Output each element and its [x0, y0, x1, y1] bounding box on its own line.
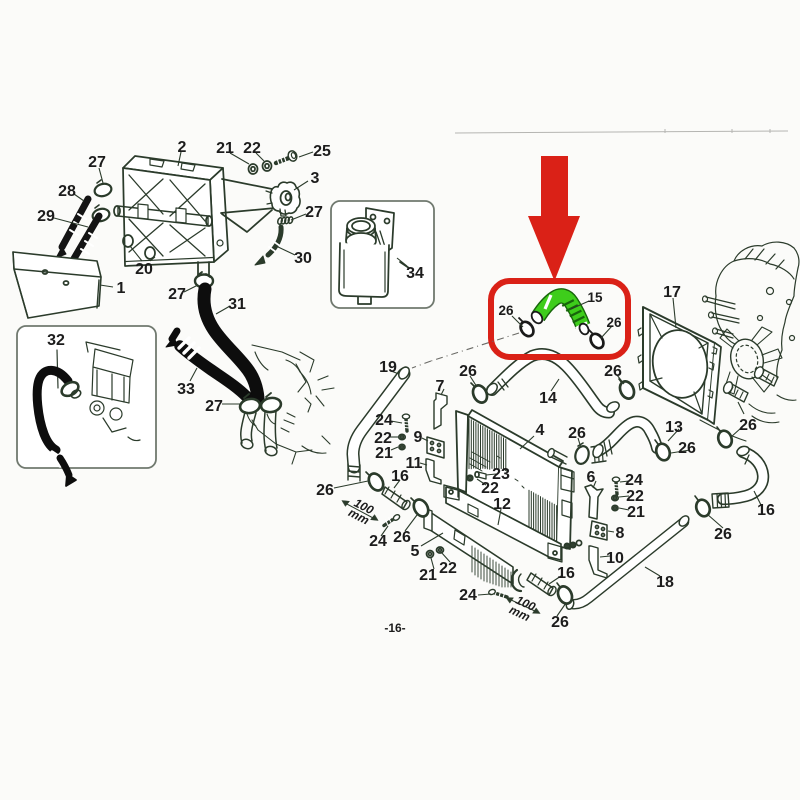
svg-text:20: 20 [135, 261, 153, 278]
svg-text:27: 27 [305, 204, 323, 221]
svg-text:17: 17 [663, 284, 681, 301]
svg-text:25: 25 [313, 143, 331, 160]
svg-text:5: 5 [411, 543, 420, 560]
svg-text:27: 27 [168, 286, 186, 303]
svg-text:22: 22 [374, 430, 392, 447]
svg-text:29: 29 [37, 208, 55, 225]
svg-text:24: 24 [375, 412, 393, 429]
svg-text:21: 21 [216, 140, 234, 157]
svg-text:32: 32 [47, 332, 65, 349]
svg-text:24: 24 [459, 587, 477, 604]
svg-text:8: 8 [616, 525, 625, 542]
svg-text:21: 21 [375, 445, 393, 462]
svg-text:26: 26 [498, 303, 514, 318]
svg-text:26: 26 [739, 417, 757, 434]
svg-text:-16-: -16- [384, 621, 405, 635]
svg-text:16: 16 [557, 565, 575, 582]
svg-text:24: 24 [369, 533, 387, 550]
svg-text:24: 24 [625, 472, 643, 489]
svg-text:16: 16 [757, 502, 775, 519]
svg-text:27: 27 [205, 398, 223, 415]
svg-text:26: 26 [604, 363, 622, 380]
svg-text:34: 34 [406, 265, 424, 282]
svg-text:3: 3 [311, 170, 320, 187]
svg-text:28: 28 [58, 183, 76, 200]
svg-text:16: 16 [391, 468, 409, 485]
svg-text:21: 21 [419, 567, 437, 584]
svg-text:2: 2 [178, 139, 187, 156]
svg-text:23: 23 [492, 466, 510, 483]
svg-text:26: 26 [316, 482, 334, 499]
svg-text:1: 1 [117, 280, 126, 297]
svg-text:22: 22 [439, 560, 457, 577]
svg-text:26: 26 [606, 315, 622, 330]
svg-text:15: 15 [587, 290, 603, 305]
svg-text:26: 26 [459, 363, 477, 380]
svg-text:18: 18 [656, 574, 674, 591]
svg-text:22: 22 [626, 488, 644, 505]
svg-text:6: 6 [587, 469, 596, 486]
svg-text:13: 13 [665, 419, 683, 436]
svg-text:22: 22 [481, 480, 499, 497]
svg-text:21: 21 [627, 504, 645, 521]
svg-text:22: 22 [243, 140, 261, 157]
svg-text:30: 30 [294, 250, 312, 267]
svg-text:26: 26 [568, 425, 586, 442]
svg-text:11: 11 [406, 455, 423, 472]
svg-text:26: 26 [393, 529, 411, 546]
svg-text:9: 9 [414, 429, 423, 446]
svg-text:26: 26 [714, 526, 732, 543]
svg-text:14: 14 [539, 390, 557, 407]
svg-text:4: 4 [536, 422, 545, 439]
svg-text:7: 7 [436, 378, 445, 395]
svg-text:33: 33 [177, 381, 195, 398]
svg-text:26: 26 [551, 614, 569, 631]
svg-text:27: 27 [88, 154, 106, 171]
svg-text:10: 10 [606, 550, 624, 567]
svg-text:12: 12 [493, 496, 511, 513]
svg-text:26: 26 [678, 440, 696, 457]
svg-text:31: 31 [228, 296, 246, 313]
svg-text:19: 19 [379, 359, 397, 376]
